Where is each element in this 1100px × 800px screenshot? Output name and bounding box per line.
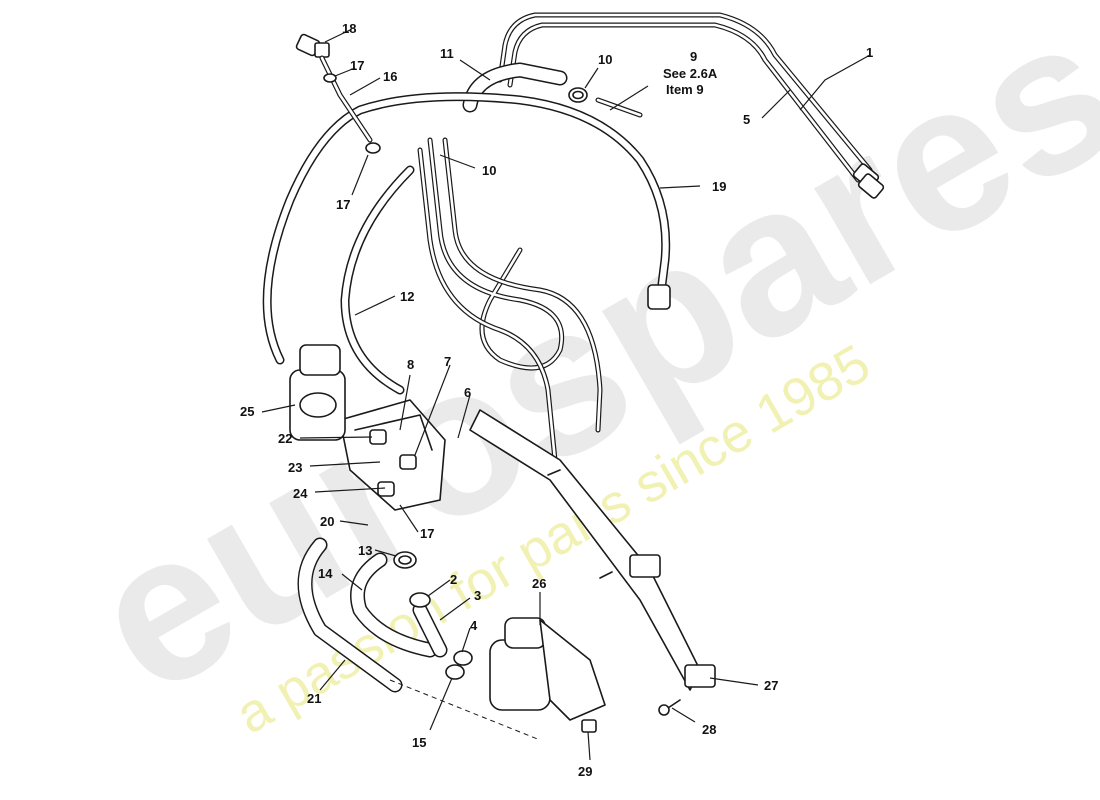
callout-7: 7 <box>444 354 451 369</box>
callout-23: 23 <box>288 460 302 475</box>
coiled-pipes <box>417 137 603 463</box>
grommet-item-29 <box>581 719 597 733</box>
callouts: 1 2 3 4 5 6 7 8 9 10 10 11 12 13 14 15 1… <box>240 21 873 779</box>
tube-item-19 <box>262 92 671 365</box>
callout-15: 15 <box>412 735 426 750</box>
hose-item-21 <box>297 537 403 693</box>
callout-8: 8 <box>407 357 414 372</box>
pipe-item-1 <box>497 12 873 173</box>
pipe-item-16 <box>319 55 373 143</box>
callout-16: 16 <box>383 69 397 84</box>
callout-17-bottom: 17 <box>420 526 434 541</box>
reference-note-line2: Item 9 <box>666 82 704 97</box>
hose-item-9 <box>595 97 643 118</box>
bolt-item-28 <box>547 469 681 716</box>
callout-10-lower: 10 <box>482 163 496 178</box>
callout-17-mid: 17 <box>336 197 350 212</box>
callout-22: 22 <box>278 431 292 446</box>
leader-lines <box>261 29 871 761</box>
callout-24: 24 <box>293 486 308 501</box>
clip-item-13 <box>393 551 417 569</box>
callout-3: 3 <box>474 588 481 603</box>
hose-item-14 <box>350 552 438 658</box>
callout-5: 5 <box>743 112 750 127</box>
reference-note-line1: See 2.6A <box>663 66 718 81</box>
clip-item-2 <box>409 592 431 608</box>
clip-item-17-upper <box>323 73 381 154</box>
callout-10-upper: 10 <box>598 52 612 67</box>
tube-item-12 <box>340 165 415 395</box>
callout-29: 29 <box>578 764 592 779</box>
pipe-item-5 <box>507 22 861 183</box>
callout-4: 4 <box>470 618 478 633</box>
callout-21: 21 <box>307 691 321 706</box>
clip-item-15 <box>445 664 465 680</box>
pipe-item-3 <box>412 602 448 658</box>
connector-item-18 <box>295 33 330 58</box>
callout-20: 20 <box>320 514 334 529</box>
air-pump-item-26 <box>489 617 606 721</box>
callout-11: 11 <box>440 46 454 61</box>
clip-item-4 <box>453 650 473 666</box>
callout-25: 25 <box>240 404 254 419</box>
callout-13: 13 <box>358 543 372 558</box>
callout-14: 14 <box>318 566 333 581</box>
callout-27: 27 <box>764 678 778 693</box>
bracket-item-27 <box>469 409 716 691</box>
callout-12: 12 <box>400 289 414 304</box>
callout-18: 18 <box>342 21 356 36</box>
callout-1: 1 <box>866 45 873 60</box>
air-pump-item-25 <box>289 344 346 441</box>
callout-28: 28 <box>702 722 716 737</box>
callout-19: 19 <box>712 179 726 194</box>
valve-block <box>339 399 446 511</box>
callout-2: 2 <box>450 572 457 587</box>
pipe-union-fittings <box>852 163 885 199</box>
callout-26: 26 <box>532 576 546 591</box>
clip-item-10-upper <box>568 87 588 103</box>
callout-17-top: 17 <box>350 58 364 73</box>
callout-9: 9 <box>690 49 697 64</box>
callout-6: 6 <box>464 385 471 400</box>
